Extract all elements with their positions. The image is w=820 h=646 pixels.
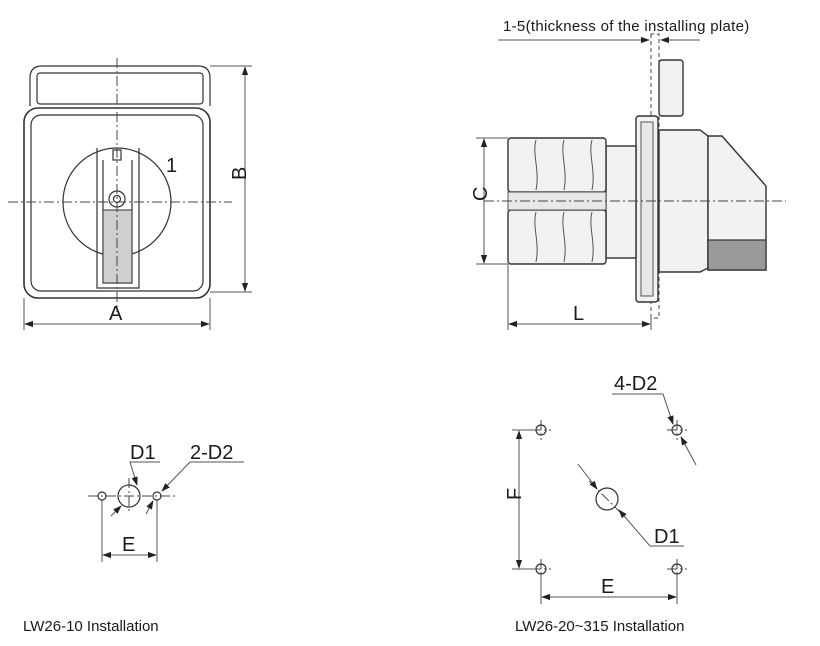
faceplate-side-ridge <box>640 121 654 297</box>
center-hole-large <box>595 487 619 511</box>
d2-leader <box>161 461 244 492</box>
d1-leader <box>129 461 160 486</box>
d2-leader <box>612 393 674 425</box>
lw26-10-caption: LW26-10 Installation <box>23 618 159 635</box>
lw26-20-315-cutout-diagram: D1 4-D2 F E LW26-20~315 Installation <box>504 373 697 635</box>
label-strip-side <box>658 59 684 117</box>
side-view: 1-5(thickness of the installing plate) C… <box>470 18 786 330</box>
dimension-label-e: E <box>122 534 135 556</box>
lw26-10-cutout-diagram: D1 2-D2 E LW26-10 Installation <box>23 442 244 635</box>
d1-arrow-lower <box>110 505 122 517</box>
d2-label: 2-D2 <box>190 442 233 464</box>
dimension-label-e: E <box>601 576 614 598</box>
d1-label: D1 <box>130 442 156 464</box>
dimension-label-l: L <box>573 303 584 325</box>
dimension-label-c: C <box>470 187 492 201</box>
wafer-separators-lower <box>534 211 594 263</box>
shaft-housing <box>605 145 637 259</box>
d2-label: 4-D2 <box>614 373 657 395</box>
knob-handle <box>96 148 140 289</box>
handle-position-label: 1 <box>166 155 177 177</box>
d1-leader <box>618 509 684 547</box>
dimension-label-f: F <box>504 488 526 500</box>
d1-arrow-upper <box>577 463 598 490</box>
dimension-label-b: B <box>229 167 251 180</box>
lw26-20-315-caption: LW26-20~315 Installation <box>515 618 684 635</box>
label-strip <box>29 65 211 106</box>
plate-thickness-note: 1-5(thickness of the installing plate) <box>503 18 750 35</box>
d1-label: D1 <box>654 526 680 548</box>
front-view: 1 A B <box>8 58 252 330</box>
corner-hole-top-right <box>667 420 687 440</box>
wafer-separators-upper <box>534 139 594 191</box>
d2-arrow-lower <box>145 500 154 515</box>
handle-side-shade <box>707 239 767 271</box>
dimension-label-a: A <box>109 303 123 325</box>
d2-arrow-lower <box>680 436 697 466</box>
label-strip-window <box>36 72 204 105</box>
